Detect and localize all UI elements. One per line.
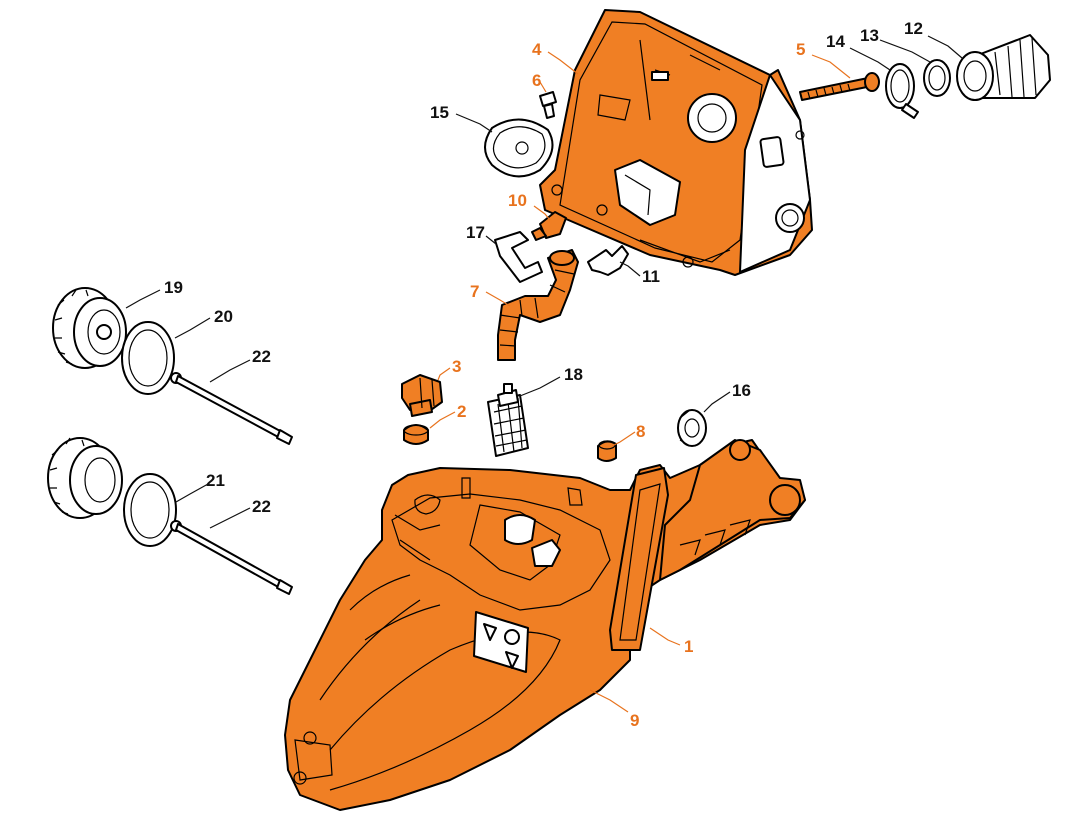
callout-20: 20: [214, 307, 233, 326]
callout-3: 3: [452, 357, 461, 376]
part-20-seal-ring-upper: [121, 321, 175, 395]
part-17-hose: [494, 231, 543, 283]
callout-22a: 22: [252, 347, 271, 366]
callout-labels: 1 2 3 4 5 6 7 8 9 10 11 12 13 14 15 16 1…: [164, 19, 923, 730]
part-9-warning-label: [473, 611, 529, 673]
callout-1: 1: [684, 637, 693, 656]
callout-11: 11: [642, 267, 660, 286]
callout-9: 9: [630, 711, 639, 730]
callout-22b: 22: [252, 497, 271, 516]
callout-15: 15: [430, 103, 449, 122]
part-5-long-screw: [799, 72, 880, 101]
callout-4: 4: [532, 40, 542, 59]
part-10-fitting: [531, 211, 567, 241]
part-8-grommet: [597, 440, 617, 462]
callout-8: 8: [636, 422, 645, 441]
callout-18: 18: [564, 365, 583, 384]
part-14-hose-clamp: [885, 63, 919, 119]
callout-16: 16: [732, 381, 751, 400]
part-11-elbow-fitting: [587, 245, 629, 276]
part-7-fuel-hose: [497, 249, 579, 361]
part-1-tank-housing: [284, 439, 806, 811]
callout-12: 12: [904, 19, 923, 38]
callout-5: 5: [796, 40, 805, 59]
callout-7: 7: [470, 282, 479, 301]
callout-19: 19: [164, 278, 183, 297]
part-22-retaining-rod-lower: [170, 520, 293, 595]
part-3-fuel-pickup: [401, 374, 443, 417]
part-2-plug: [403, 424, 429, 445]
part-21-cap-and-ring: [47, 437, 177, 547]
part-4-carburetor-box: [539, 9, 813, 276]
callout-14: 14: [826, 32, 845, 51]
part-16-bushing: [677, 409, 707, 447]
part-18-fuel-filter: [487, 383, 529, 457]
part-13-ring: [923, 59, 951, 97]
callout-17: 17: [466, 223, 485, 242]
callout-13: 13: [860, 26, 879, 45]
callout-leaders: [125, 35, 963, 713]
part-15-gasket: [484, 118, 554, 178]
part-6-screw: [539, 91, 557, 119]
callout-21: 21: [206, 471, 225, 490]
callout-10: 10: [508, 191, 527, 210]
part-22-retaining-rod-upper: [170, 372, 293, 445]
callout-2: 2: [457, 402, 466, 421]
part-19-filler-cap: [52, 287, 127, 369]
part-12-intake-sleeve: [956, 34, 1051, 101]
callout-6: 6: [532, 71, 541, 90]
